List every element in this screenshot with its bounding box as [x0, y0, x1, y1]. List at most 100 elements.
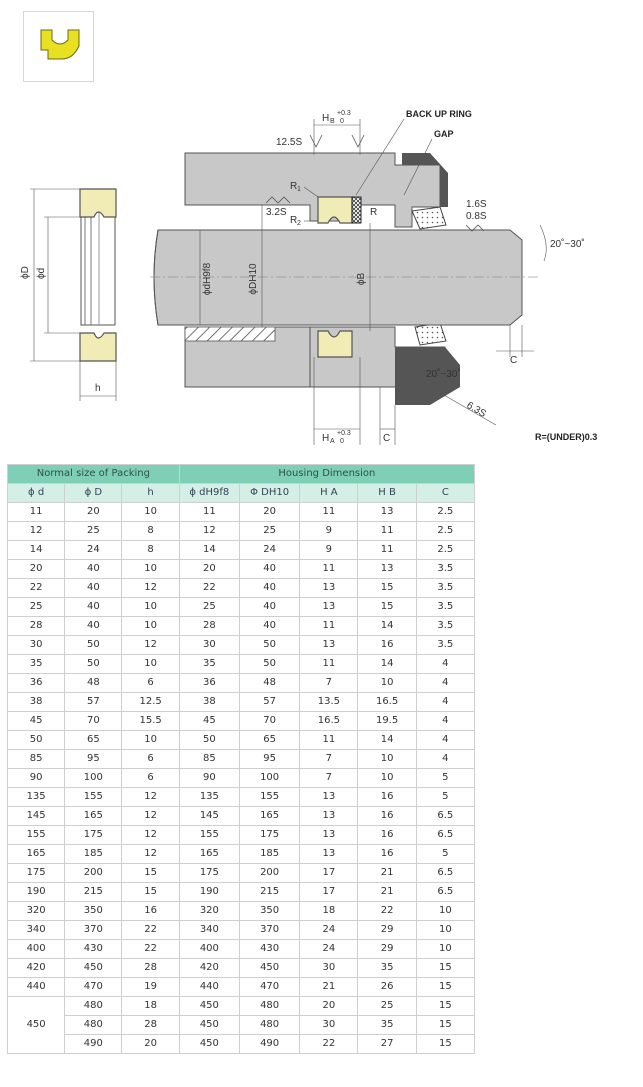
table-cell: 100 [64, 768, 123, 788]
table-cell: 10 [357, 768, 417, 788]
table-cell: 3.5 [415, 597, 476, 617]
table-cell: 50 [6, 730, 66, 750]
table-cell: 40 [238, 559, 301, 579]
table-cell: 9 [299, 540, 359, 560]
table-cell: 11 [299, 559, 359, 579]
table-cell: 25 [178, 597, 240, 617]
table-cell: 85 [6, 749, 66, 769]
table-cell: 6.5 [415, 863, 476, 883]
table-cell: 400 [178, 939, 240, 959]
table-cell: 155 [238, 787, 301, 807]
table-cell: 70 [64, 711, 123, 731]
table-cell: 6 [121, 768, 180, 788]
col-h: h [121, 483, 180, 503]
table-cell: 15 [357, 597, 417, 617]
table-cell: 12 [121, 578, 180, 598]
table-cell: 15.5 [121, 711, 180, 731]
table-cell: 2.5 [415, 540, 476, 560]
table-cell: 20 [6, 559, 66, 579]
table-cell: 175 [6, 863, 66, 883]
table-cell: 48 [64, 673, 123, 693]
c-label-1: C [510, 355, 517, 366]
table-cell: 25 [6, 597, 66, 617]
table-cell: 48 [238, 673, 301, 693]
table-cell: 13 [299, 844, 359, 864]
table-cell: 12 [121, 806, 180, 826]
table-cell: 12 [121, 825, 180, 845]
col-dh9f8: ϕ dH9f8 [178, 483, 240, 503]
table-cell: 25 [357, 996, 417, 1016]
table-cell: 6 [121, 749, 180, 769]
table-cell: 135 [178, 787, 240, 807]
surface-1-6s: 1.6S [466, 199, 487, 210]
table-cell: 155 [178, 825, 240, 845]
table-cell: 165 [6, 844, 66, 864]
table-cell: 40 [64, 616, 123, 636]
table-cell: 24 [238, 540, 301, 560]
svg-text:B: B [330, 118, 335, 125]
h-label: h [95, 383, 101, 394]
angle-label-1: 20˚~30˚ [550, 238, 585, 250]
table-cell: 13 [299, 635, 359, 655]
table-cell: 5 [415, 787, 476, 807]
table-cell: 12 [178, 521, 240, 541]
table-cell: 95 [238, 749, 301, 769]
table-cell: 16.5 [299, 711, 359, 731]
table-cell: 14 [6, 540, 66, 560]
table-cell: 320 [6, 901, 66, 921]
table-cell: 15 [415, 996, 476, 1016]
table-cell: 215 [238, 882, 301, 902]
table-cell: 450 [178, 1034, 240, 1054]
table-cell: 2.5 [415, 521, 476, 541]
table-cell: 370 [64, 920, 123, 940]
table-cell: 135 [6, 787, 66, 807]
table-cell: 40 [64, 597, 123, 617]
table-cell: 340 [178, 920, 240, 940]
table-cell: 65 [64, 730, 123, 750]
table-cell: 45 [6, 711, 66, 731]
svg-text:+0.3: +0.3 [337, 110, 351, 117]
table-cell: 10 [121, 597, 180, 617]
table-cell: 10 [121, 654, 180, 674]
table-cell: 28 [6, 616, 66, 636]
table-cell: 40 [238, 597, 301, 617]
table-cell: 4 [415, 730, 476, 750]
table-cell: 10 [415, 901, 476, 921]
table-cell: 40 [64, 559, 123, 579]
table-cell: 11 [357, 521, 417, 541]
table-cell: 10 [357, 673, 417, 693]
table-cell: 11 [299, 654, 359, 674]
table-cell: 16 [357, 806, 417, 826]
table-cell: 35 [357, 958, 417, 978]
table-cell: 480 [238, 996, 301, 1016]
table-cell: 26 [357, 977, 417, 997]
table-cell: 185 [238, 844, 301, 864]
svg-text:2: 2 [297, 220, 301, 227]
table-cell: 45 [178, 711, 240, 731]
table-cell: 10 [121, 730, 180, 750]
table-cell: 25 [238, 521, 301, 541]
table-cell: 13 [299, 806, 359, 826]
ha-label: H [322, 433, 329, 444]
table-cell: 16 [357, 844, 417, 864]
table-cell: 36 [178, 673, 240, 693]
hb-label: H [322, 113, 329, 124]
table-cell: 21 [357, 863, 417, 883]
table-cell: 420 [6, 958, 66, 978]
table-cell: 25 [64, 521, 123, 541]
table-cell: 12 [121, 635, 180, 655]
table-cell: 50 [178, 730, 240, 750]
table-cell: 470 [238, 977, 301, 997]
table-cell: 190 [6, 882, 66, 902]
table-cell: 450 [64, 958, 123, 978]
table-cell: 8 [121, 540, 180, 560]
